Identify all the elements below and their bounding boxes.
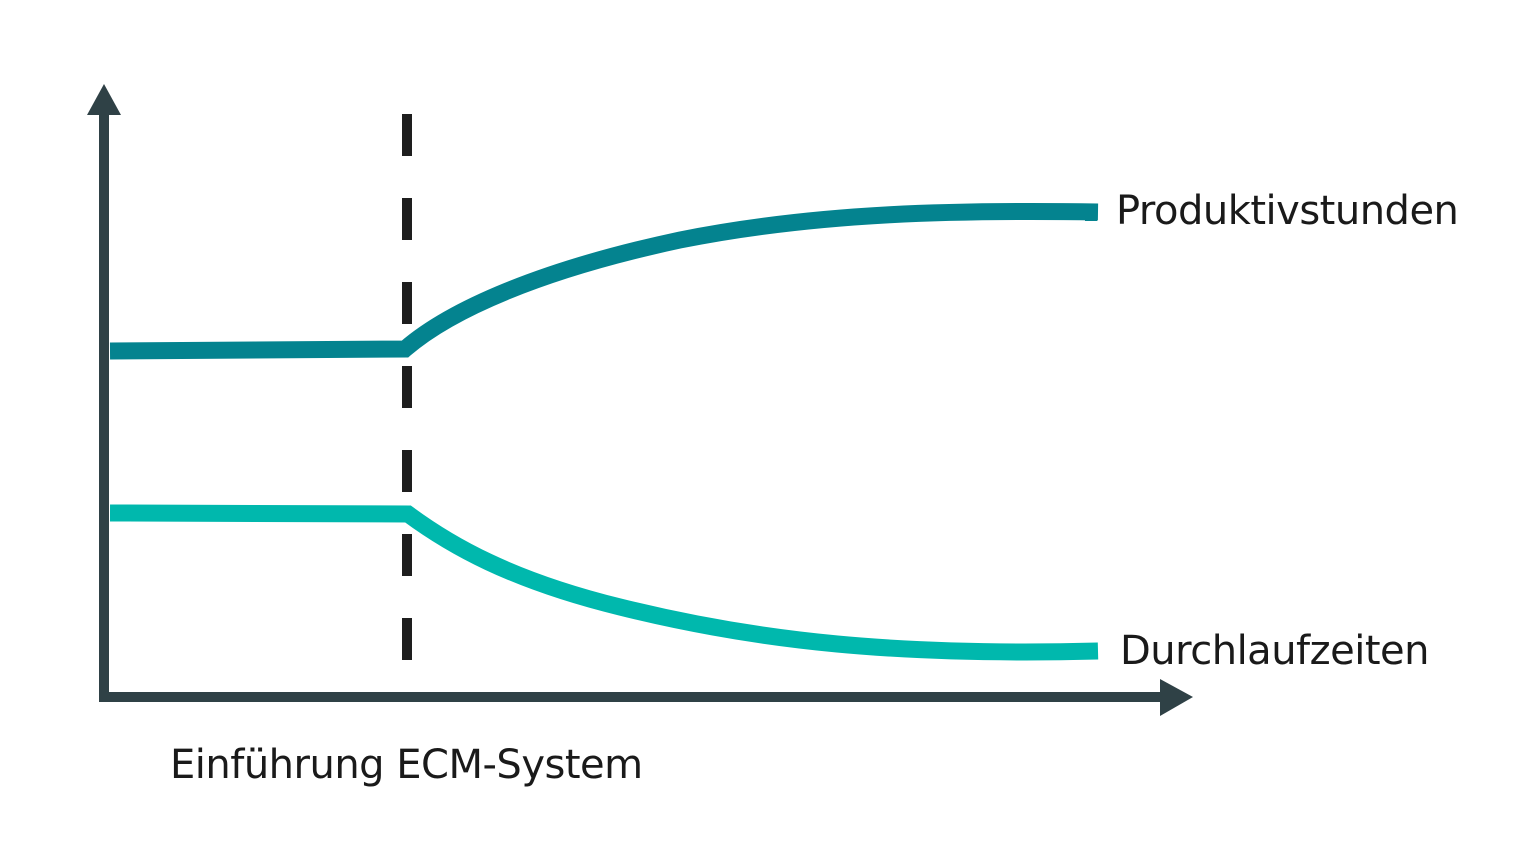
series-produktivstunden-marker (1085, 204, 1097, 221)
series-durchlaufzeiten-line (109, 504, 1099, 661)
series-label-durchlaufzeiten: Durchlaufzeiten (1120, 628, 1429, 674)
x-axis-arrow-icon (1160, 679, 1193, 716)
y-axis-arrow-icon (87, 84, 121, 115)
series-produktivstunden-line (109, 202, 1099, 360)
series-label-produktivstunden: Produktivstunden (1116, 188, 1459, 234)
event-label: Einführung ECM-System (170, 742, 643, 788)
